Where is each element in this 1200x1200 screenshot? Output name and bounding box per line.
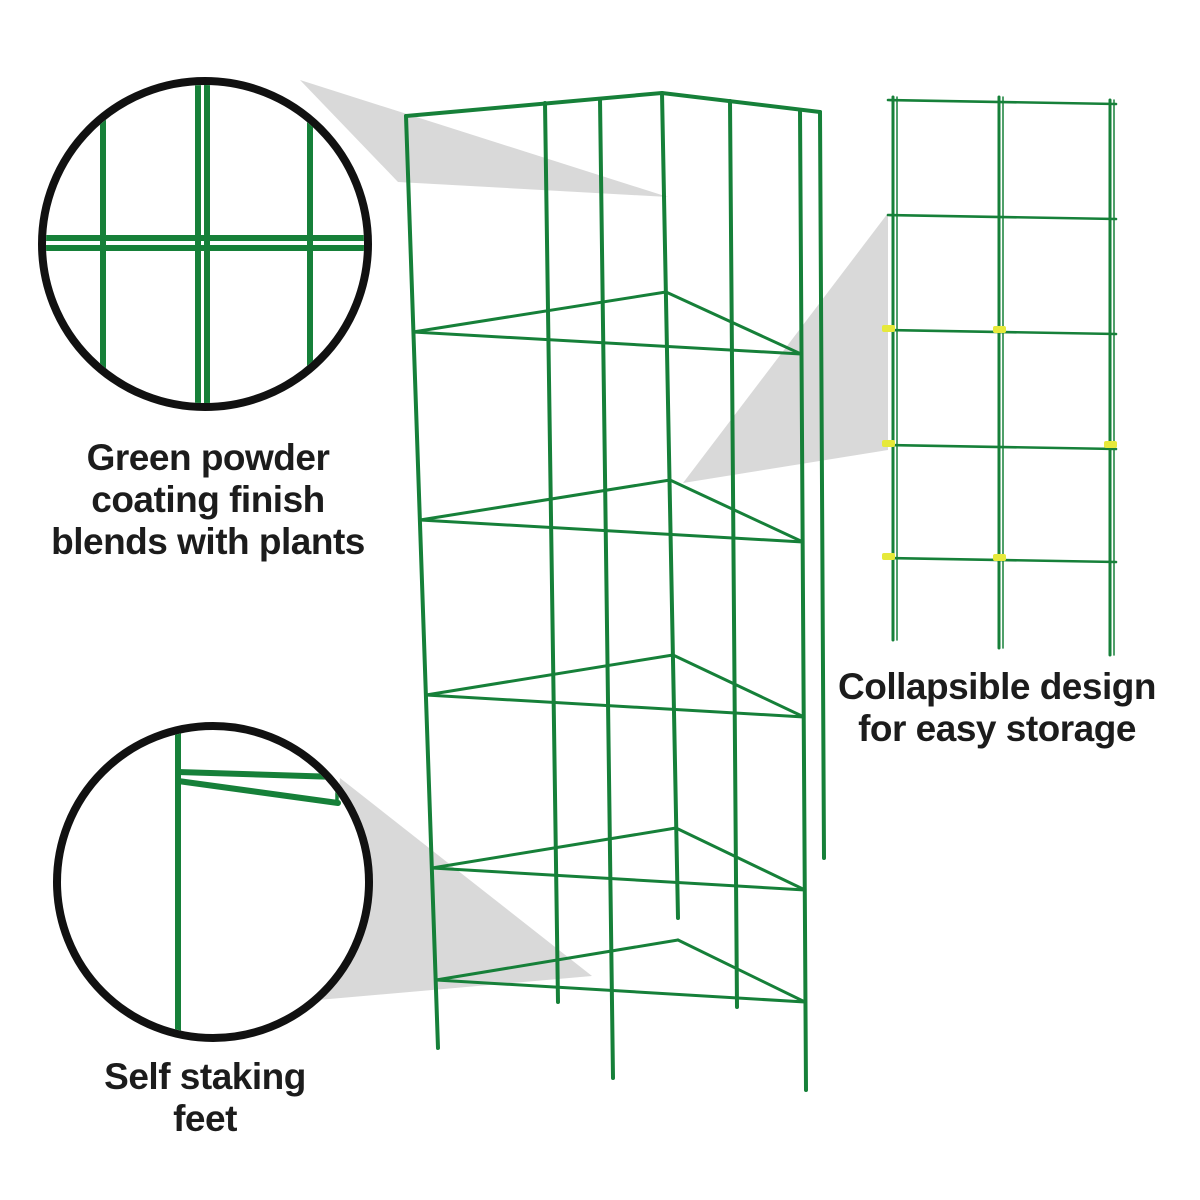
yellow-clip	[882, 440, 895, 447]
coating-caption-line: coating finish	[91, 478, 325, 520]
feet-caption-line: Self staking	[104, 1056, 306, 1097]
coating-caption-line: blends with plants	[51, 520, 365, 562]
wire	[404, 114, 440, 1050]
wire	[175, 769, 341, 780]
wire	[404, 91, 664, 118]
wire	[660, 91, 822, 114]
wire	[598, 97, 615, 1080]
wire	[798, 108, 808, 1092]
wire	[668, 478, 805, 544]
wire	[671, 653, 806, 719]
wire	[660, 91, 680, 920]
yellow-clip	[882, 325, 895, 332]
wire	[411, 330, 803, 356]
feet-caption: Self staking feet	[30, 1056, 380, 1140]
feet-detail-circle	[53, 722, 373, 1042]
coating-detail-inset	[38, 77, 372, 411]
collapsible-caption-line: for easy storage	[858, 707, 1136, 749]
yellow-clip	[882, 553, 895, 560]
wire	[664, 290, 803, 356]
collapsed-trellis-illustration	[882, 95, 1118, 657]
wire	[424, 653, 675, 697]
feet-detail-wires	[175, 730, 341, 1034]
wire	[886, 98, 1118, 106]
coating-caption-line: Green powder	[86, 437, 330, 478]
wire	[886, 213, 1118, 221]
callout-beam-bottom	[318, 778, 592, 1000]
wire	[411, 290, 668, 334]
yellow-clip	[993, 554, 1006, 561]
wire	[430, 826, 678, 870]
feet-detail-inset	[53, 722, 373, 1042]
wire	[818, 110, 826, 860]
wire	[543, 101, 560, 1004]
wire	[434, 978, 807, 1004]
collapsible-caption: Collapsible design for easy storage	[797, 666, 1197, 750]
wire	[434, 938, 680, 982]
collapsible-caption-line: Collapsible design	[838, 666, 1156, 707]
wire	[418, 478, 672, 522]
wire	[418, 518, 805, 544]
wire	[430, 866, 807, 892]
yellow-clip	[1104, 441, 1117, 448]
yellow-clip	[993, 326, 1006, 333]
callout-beam-top	[300, 80, 668, 197]
wire	[175, 778, 341, 806]
wire	[424, 693, 806, 719]
wire	[728, 99, 739, 1009]
wire	[886, 443, 1118, 451]
wire	[676, 938, 807, 1004]
wire	[674, 826, 807, 892]
coating-detail-wires	[46, 85, 364, 403]
coating-caption: Green powder coating finish blends with …	[8, 437, 408, 562]
feet-caption-line: feet	[173, 1097, 237, 1139]
main-trellis-illustration	[404, 91, 826, 1092]
